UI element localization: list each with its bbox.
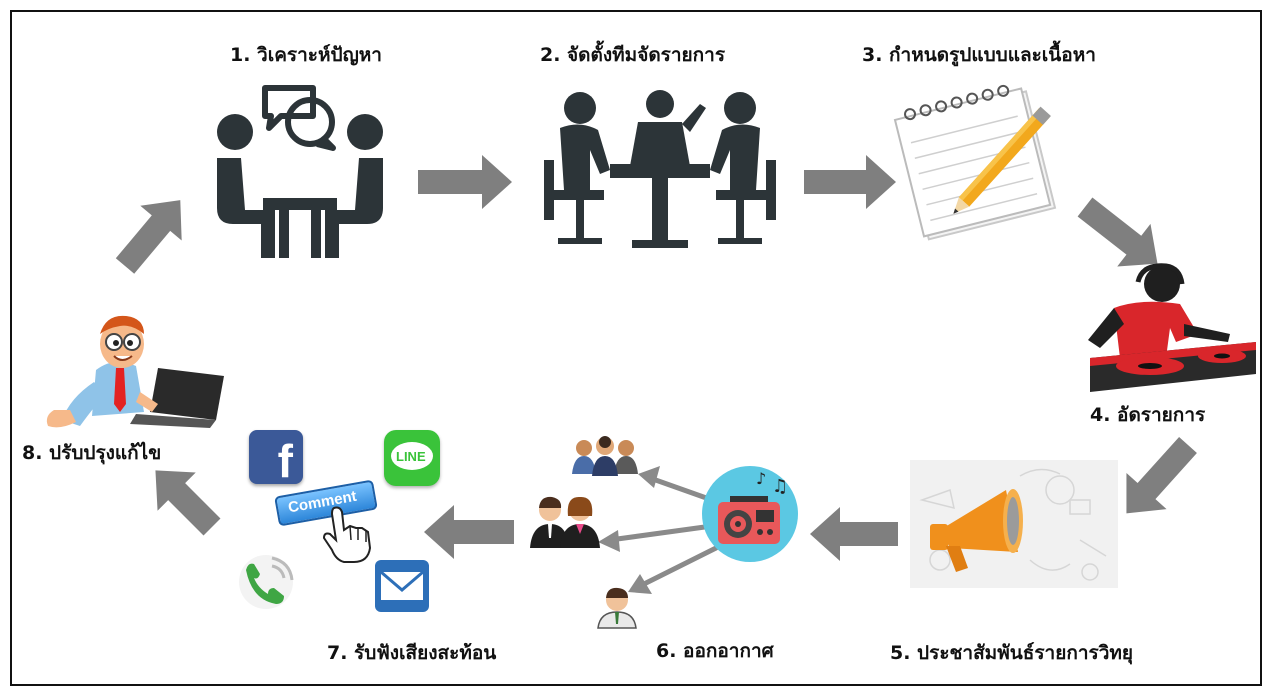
arrow-3-to-4	[1077, 197, 1158, 267]
megaphone-icon	[910, 460, 1118, 588]
svg-text:♪: ♪	[756, 469, 766, 488]
broadcast-head-bottom	[628, 574, 652, 594]
notepad-pencil-icon	[893, 84, 1057, 241]
svg-text:♫: ♫	[772, 476, 788, 497]
broadcast-line-mid	[607, 523, 715, 543]
audience-couple-icon	[530, 496, 600, 548]
facebook-icon[interactable]: f	[249, 430, 303, 487]
pointer-hand-icon	[322, 506, 372, 563]
arrow-7-to-8	[155, 470, 221, 536]
phone-call-icon[interactable]	[236, 552, 298, 610]
arrow-1-to-2	[418, 155, 512, 209]
broadcast-head-top	[638, 466, 660, 488]
step-1-label: 1. วิเคราะห์ปัญหา	[230, 44, 382, 66]
line-icon-text: LINE	[396, 449, 426, 464]
broadcast-head-mid	[598, 530, 620, 552]
arrow-8-to-1	[115, 200, 182, 274]
step-5-label: 5. ประชาสัมพันธ์รายการวิทยุ	[890, 642, 1134, 664]
line-icon[interactable]: LINE	[384, 430, 440, 486]
step-7-label: 7. รับฟังเสียงสะท้อน	[327, 642, 497, 664]
arrow-6-to-7	[424, 505, 514, 559]
line-icon-bubble	[391, 442, 433, 470]
audience-single-icon	[597, 587, 637, 629]
step-4-label: 4. อัดรายการ	[1090, 404, 1206, 426]
mail-icon[interactable]	[373, 558, 431, 614]
step-2-label: 2. จัดตั้งทีมจัดรายการ	[540, 44, 726, 66]
dj-icon	[1088, 263, 1256, 392]
arrow-2-to-3	[804, 155, 896, 209]
step-6-label: 6. ออกอากาศ	[656, 640, 774, 662]
team-meeting-icon	[544, 90, 776, 248]
arrow-4-to-5	[1126, 436, 1197, 514]
facebook-icon-letter: f	[277, 435, 293, 487]
broadcast-line-top	[647, 475, 715, 503]
programmer-icon	[46, 315, 224, 428]
step-8-label: 8. ปรับปรุงแก้ไข	[22, 442, 162, 464]
meeting-icon	[217, 85, 383, 258]
broadcast-line-bottom	[637, 545, 719, 589]
step-3-label: 3. กำหนดรูปแบบและเนื้อหา	[862, 44, 1096, 66]
arrow-5-to-6	[810, 507, 898, 561]
radio-icon[interactable]: ♪ ♫	[700, 464, 800, 564]
audience-group-icon	[572, 436, 638, 476]
